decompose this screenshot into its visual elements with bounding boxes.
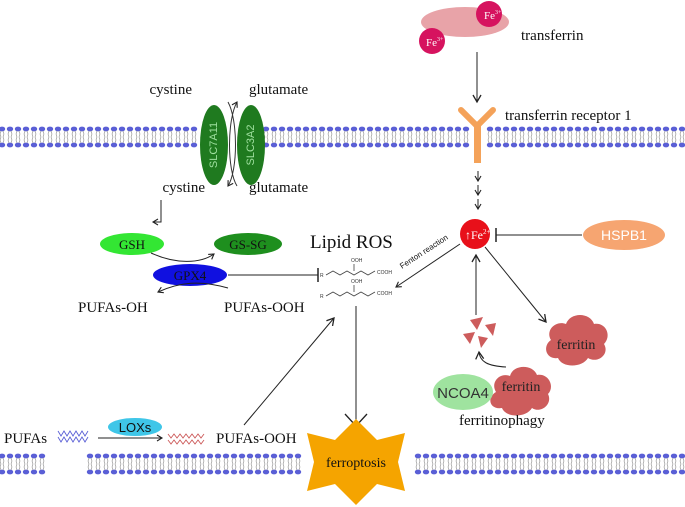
glutamate-inside-label: glutamate	[249, 180, 308, 196]
fe3-ion-b	[419, 28, 445, 54]
slc7a11-protein	[200, 105, 228, 185]
transferrin-complex: Fe3+ Fe3+	[419, 1, 509, 54]
fe3-ion-b-label: Fe3+	[426, 37, 444, 49]
ncoa4-protein	[433, 374, 493, 410]
cell-membrane-top	[0, 126, 685, 148]
cystine-import-arrow	[227, 101, 236, 187]
gpx4-enzyme	[153, 264, 227, 286]
mol-cooh-2: COOH	[377, 291, 392, 297]
gpx4-label: GPX4	[174, 268, 207, 283]
transferrin-receptor	[458, 107, 496, 163]
lipid-peroxide-structures	[325, 264, 376, 297]
ferritinophagy-arrow	[475, 350, 507, 368]
slc7a11-label: SLC7A11	[208, 122, 220, 168]
fe2-ion-label: ↑Fe2+	[465, 228, 491, 242]
mol-ooh-2: OOH	[351, 279, 363, 285]
hspb1-protein	[583, 220, 665, 250]
mol-r-2: R	[320, 294, 324, 300]
fe3-ion-a	[476, 1, 502, 27]
fe-to-ferritin-arrow	[484, 246, 547, 324]
cell-membrane-bottom	[0, 453, 685, 475]
ferritin-cluster-right	[546, 315, 608, 366]
gsh-label: GSH	[119, 237, 145, 252]
fe2-ion	[460, 219, 490, 249]
gssg-molecule	[214, 233, 282, 255]
pufas-oh-label: PUFAs-OH	[78, 300, 148, 316]
slc3a2-protein	[237, 105, 265, 185]
ferroptosis-label: ferroptosis	[326, 456, 386, 471]
glutamate-export-arrow	[229, 101, 238, 187]
ncoa4-label: NCOA4	[437, 385, 489, 402]
cystine-to-gsh-arrow	[151, 200, 162, 226]
ferritin-lower-label: ferritin	[502, 380, 541, 395]
pufas-ooh-to-oh-arrow	[157, 282, 229, 294]
loxs-label: LOXs	[119, 420, 152, 435]
ferritin-cluster-lower	[490, 366, 551, 416]
lipid-ros-label: Lipid ROS	[310, 232, 393, 253]
glutamate-outside-label: glutamate	[249, 82, 308, 98]
pufas-label: PUFAs	[4, 431, 47, 447]
slc3a2-label: SLC3A2	[245, 125, 257, 166]
pufas-ooh-bottom-label: PUFAs-OOH	[216, 431, 297, 447]
gsh-to-gssg-arrow	[150, 252, 215, 262]
fe3-ion-a-label: Fe3+	[484, 10, 502, 22]
transferrin-receptor-label: transferrin receptor 1	[505, 108, 632, 124]
mol-cooh-1: COOH	[377, 270, 392, 276]
gssg-label: GS-SG	[229, 237, 267, 252]
oxidized-lipid-icon	[167, 433, 205, 445]
mol-r-1: R	[320, 273, 324, 279]
pufas-ooh-to-lipid-ros-arrow	[243, 316, 335, 426]
system-xc-transporter: SLC7A11 SLC3A2	[200, 101, 265, 187]
ferritin-fragments	[463, 317, 496, 348]
pufas-ooh-top-label: PUFAs-OOH	[224, 300, 305, 316]
ferritinophagy-label: ferritinophagy	[459, 413, 545, 429]
mol-ooh-1: OOH	[351, 258, 363, 264]
loxs-enzyme	[108, 418, 162, 436]
pufas-lipid-icon	[57, 430, 89, 443]
transferrin-label: transferrin	[521, 28, 584, 44]
fenton-reaction-label: Fenton reaction	[398, 233, 450, 271]
cystine-inside-label: cystine	[163, 180, 206, 196]
gsh-molecule	[100, 233, 164, 255]
cystine-outside-label: cystine	[150, 82, 193, 98]
ferritin-right-label: ferritin	[557, 338, 596, 353]
ferroptosis-burst	[307, 419, 405, 505]
hspb1-label: HSPB1	[601, 227, 647, 243]
fenton-reaction-arrow	[395, 243, 461, 288]
